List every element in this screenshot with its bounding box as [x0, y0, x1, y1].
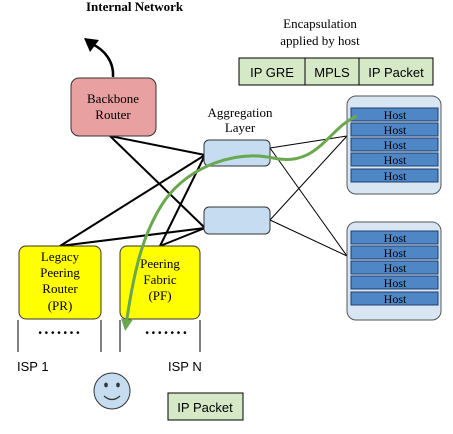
host-label: Host	[384, 108, 407, 122]
host-label: Host	[384, 169, 407, 183]
host-label: Host	[384, 246, 407, 260]
legacy-router-label-2: Peering	[40, 265, 80, 280]
aggregation-label-1: Aggregation	[208, 105, 273, 120]
host-group-1: Host Host Host Host Host	[346, 95, 442, 195]
peering-fabric-label-1: Peering	[140, 256, 180, 271]
encap-caption-line1: Encapsulation	[283, 16, 357, 31]
ip-packet-box	[167, 392, 244, 421]
encap-mpls: MPLS	[314, 65, 350, 80]
isp-n-label: ISP N	[168, 359, 202, 374]
host-label: Host	[384, 231, 407, 245]
backbone-router-label-1: Backbone	[87, 91, 139, 106]
peering-fabric	[119, 245, 201, 320]
encap-caption-line2: applied by host	[280, 33, 360, 48]
encap-ip-gre: IP GRE	[250, 65, 294, 80]
internal-network-label: Internal Network	[86, 0, 184, 14]
ip-packet-label: IP Packet	[177, 400, 233, 415]
legacy-router-label-4: (PR)	[48, 298, 73, 313]
peering-fabric-label-3: (PF)	[148, 288, 171, 303]
traffic-path-arrow	[120, 114, 358, 331]
aggregation-switch-2	[203, 206, 271, 235]
isp-brackets	[17, 320, 201, 352]
host-label: Host	[384, 276, 407, 290]
smiley-face-icon	[93, 372, 131, 410]
legacy-router-label-3: Router	[42, 281, 78, 296]
encap-ip-packet: IP Packet	[368, 65, 424, 80]
encapsulation-stack: IP GRE MPLS IP Packet	[238, 57, 434, 86]
legacy-router-label-1: Legacy	[41, 249, 80, 264]
host-label: Host	[384, 153, 407, 167]
host-label: Host	[384, 138, 407, 152]
legacy-peering-router	[18, 245, 102, 320]
host-label: Host	[384, 292, 407, 306]
isp-right-dots: • • • • • • •	[145, 328, 187, 339]
host-links	[269, 135, 348, 257]
aggregation-label-2: Layer	[225, 120, 256, 135]
backbone-router-label-2: Router	[95, 107, 131, 122]
internal-network-arrow	[91, 42, 115, 78]
isp-1-label: ISP 1	[17, 359, 49, 374]
arrow-up-icon	[84, 38, 99, 52]
host-label: Host	[384, 261, 407, 275]
peering-fabric-label-2: Fabric	[143, 272, 176, 287]
host-label: Host	[384, 123, 407, 137]
backbone-router	[70, 77, 157, 137]
router-links	[59, 135, 206, 247]
isp-left-dots: • • • • • • •	[38, 328, 80, 339]
host-group-2: Host Host Host Host Host	[346, 221, 442, 321]
